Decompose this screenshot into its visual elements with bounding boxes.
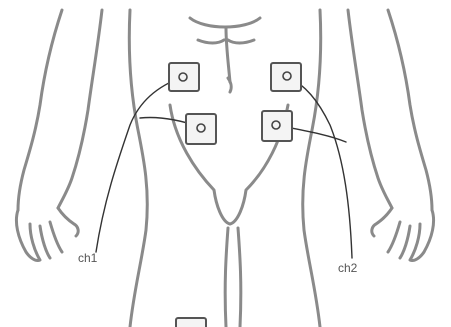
electrode-lower-right [262, 111, 292, 141]
abdomen-center-line [226, 28, 230, 82]
abdomen-mid-left [198, 40, 224, 43]
channel-label-ch2: ch2 [338, 261, 358, 275]
right-arm-inner [348, 10, 392, 208]
left-arm-inner [58, 10, 102, 208]
electrode-upper-left [169, 63, 199, 91]
left-arm-outer [18, 10, 62, 210]
right-hand [372, 208, 434, 261]
inner-leg-left [225, 228, 228, 327]
right-arm-outer [388, 10, 432, 210]
left-hand [16, 208, 78, 261]
electrodes [169, 63, 301, 327]
wire-ch2 [287, 76, 352, 258]
navel [228, 78, 231, 92]
torso-left-side [129, 10, 147, 327]
abdomen-mid-right [228, 40, 254, 43]
channel-label-ch1: ch1 [78, 251, 98, 265]
abdomen-upper-line [190, 18, 260, 27]
electrode-lower-left [186, 114, 216, 144]
body-outline [16, 10, 433, 327]
electrode-bottom-partial [176, 318, 206, 327]
torso-right-side [303, 10, 321, 327]
wire-ch1 [96, 77, 183, 252]
electrode-upper-right [271, 63, 301, 91]
inner-leg-right [238, 228, 241, 327]
